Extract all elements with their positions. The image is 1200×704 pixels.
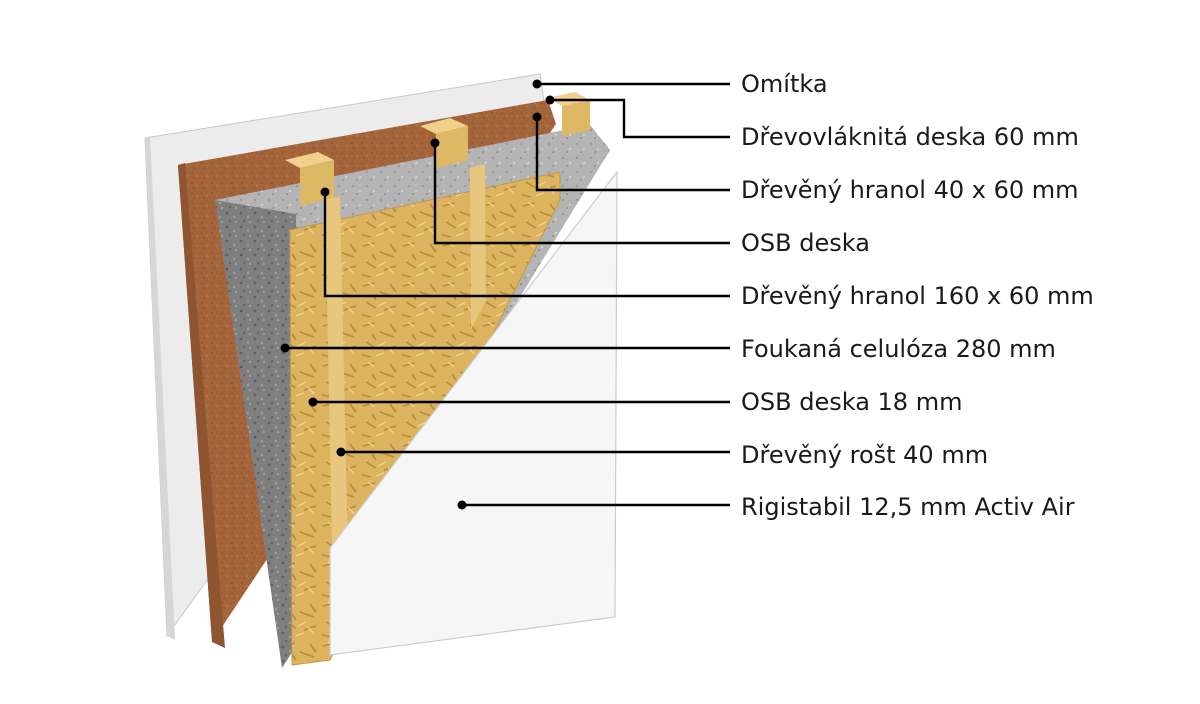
leader-lines: [280, 79, 730, 510]
leader-wood-fibre-board-dot: [545, 95, 555, 105]
leader-timber-160x60-dot: [320, 187, 330, 197]
leader-osb-board: [433, 143, 730, 245]
leader-battens-40mm-dot: [336, 447, 346, 457]
leader-wood-fibre-board: [550, 98, 730, 139]
label-osb-18mm: OSB deska 18 mm: [741, 388, 962, 416]
label-rigistabil: Rigistabil 12,5 mm Activ Air: [741, 493, 1075, 521]
leader-blown-cellulose-dot: [280, 343, 290, 353]
leader-plaster-dot: [532, 79, 542, 89]
label-timber-160x60: Dřevěný hranol 160 x 60 mm: [741, 282, 1094, 310]
label-wood-fibre-board: Dřevovláknitá deska 60 mm: [741, 123, 1079, 151]
leader-timber-40x60-dot: [532, 112, 542, 122]
layer-labels: Omítka Dřevovláknitá deska 60 mm Dřevěný…: [741, 70, 1094, 521]
label-osb-board: OSB deska: [741, 229, 870, 257]
leader-timber-40x60: [535, 117, 730, 192]
label-blown-cellulose: Foukaná celulóza 280 mm: [741, 335, 1056, 363]
leader-osb-board-dot: [430, 138, 440, 148]
label-plaster: Omítka: [741, 70, 828, 98]
leader-osb-18mm-dot: [308, 397, 318, 407]
label-timber-40x60: Dřevěný hranol 40 x 60 mm: [741, 176, 1079, 204]
leader-rigistabil-dot: [457, 500, 467, 510]
leader-timber-160x60: [323, 192, 730, 298]
rigistabil-board-layer: [329, 170, 618, 656]
label-battens-40mm: Dřevěný rošt 40 mm: [741, 441, 988, 469]
timber-beams-top: [285, 92, 590, 206]
